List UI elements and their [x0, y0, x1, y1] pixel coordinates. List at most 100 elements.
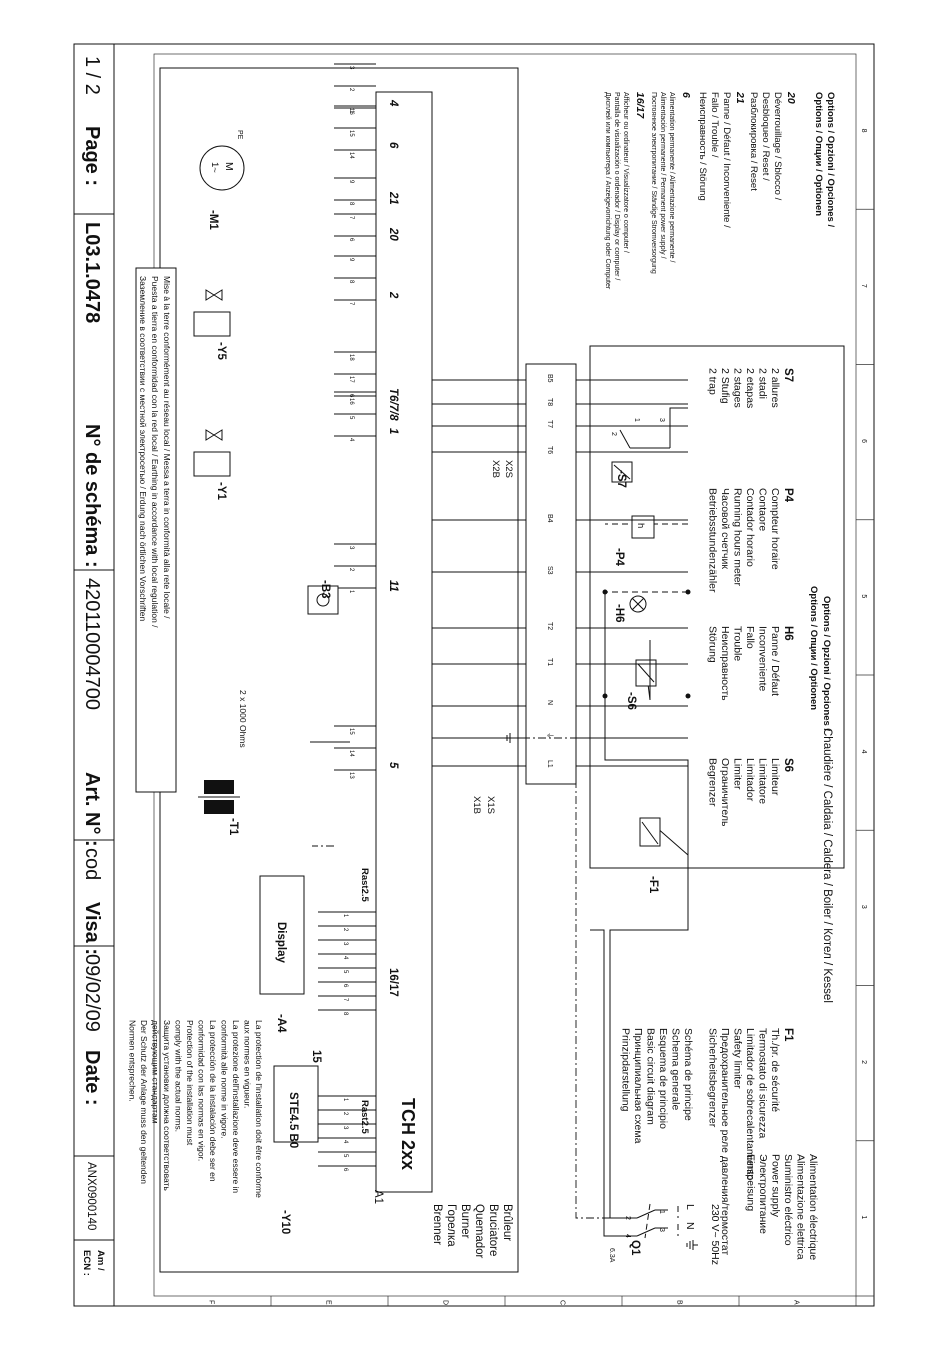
ste-label: STE4.5 B0 — [287, 1092, 299, 1148]
motor-m: M — [223, 162, 235, 171]
page-label: Page : — [81, 126, 103, 186]
terminal-label: T7 — [546, 420, 553, 428]
date-value: 09/02/09 — [81, 954, 103, 1032]
connector-pin-label: 18 — [348, 354, 354, 361]
connector-group-label: T6/7/8 — [387, 388, 399, 421]
s6-code: S6 — [782, 758, 794, 772]
schemalines-line: Basic circuit diagram — [645, 1028, 657, 1125]
visa-label: Visa : — [81, 902, 103, 955]
supply-n: N — [684, 1222, 696, 1230]
connector-pin-label: 3 — [342, 942, 348, 946]
o21lines-line: Fallo / Trouble / — [709, 92, 720, 158]
p4lines-line: Running hours meter — [732, 488, 744, 587]
connector-pin-label: 2 — [348, 568, 354, 572]
h6lines-line: Trouble — [732, 626, 744, 661]
s7lines-line: 2 etapas — [744, 368, 756, 408]
terminal-label: L1 — [546, 760, 553, 768]
burnerlines-line: Brûleur — [501, 1204, 513, 1241]
terminal-label: B4 — [546, 514, 553, 523]
s7-code: S7 — [782, 368, 794, 382]
f1-label: -F1 — [647, 876, 659, 894]
s6lines-line: Begrenzer — [707, 758, 719, 807]
s6lines-line: Limitatore — [757, 758, 769, 804]
installnote-line: conformidad con las normas en vigor. — [197, 1020, 207, 1161]
opt20-description: Déverrouillage / Sblocco /Desbloqueo / R… — [748, 92, 783, 201]
f1lines-line: Termostato di sicurezza — [757, 1028, 769, 1138]
terminal-label: T6 — [546, 446, 553, 454]
s7-pin-2: 2 — [610, 432, 617, 436]
opt6-description: Alimentation permanente / Alimentazione … — [650, 92, 675, 274]
connector-pin-label: 5 — [348, 416, 354, 420]
schemalines-line: Prinzipdarstellung — [620, 1028, 632, 1112]
q1-breaker-icon — [624, 1203, 679, 1239]
ecn-value: ANX0900140 — [85, 1162, 97, 1230]
options-title-1: Options / Opzioni / Opciones / — [821, 596, 832, 731]
connector-group-label: 20 — [387, 227, 399, 241]
connector-group-label: 1 — [387, 428, 399, 434]
ecn-label: ECN : — [81, 1250, 92, 1276]
burner-label: BrûleurBruciatoreQuemadorBurnerГорелкаBr… — [431, 1204, 513, 1259]
grid-row-label: E — [325, 1300, 332, 1305]
s7lines-line: 2 stages — [732, 368, 744, 408]
q1-pin-4: 4 — [624, 1234, 631, 1238]
s7-pin-3: 3 — [658, 418, 665, 422]
burnerlines-line: Bruciatore — [487, 1204, 499, 1256]
date-label: Date : — [81, 1050, 103, 1106]
supplylines-line: Einspeisung — [745, 1154, 757, 1211]
s6lines-line: Limiteur — [769, 758, 781, 796]
p4lines-line: Contador horario — [744, 488, 756, 567]
o20lines-line: Déverrouillage / Sblocco / — [772, 92, 783, 201]
s6-limiter-icon — [635, 659, 657, 701]
gndnote-line: Puesta a tierra en conformidad con la re… — [150, 276, 160, 628]
o6lines-line: Alimentation permanente / Alimentazione … — [668, 92, 675, 262]
schemalines-line: Schéma de principe — [682, 1028, 694, 1121]
s6-description: LimiteurLimitatoreLimitadorLimiterОграни… — [707, 758, 782, 827]
s6-wire — [604, 592, 650, 761]
connector-pin-label: 2 — [342, 1112, 348, 1116]
connector-pin-label: 2 — [342, 928, 348, 932]
schema-value: L03.1.0478 — [81, 222, 103, 323]
h6-description: Panne / DéfautInconvenienteFalloTroubleН… — [707, 626, 782, 701]
connector-pin-label: 15 — [348, 728, 354, 735]
o20lines-line: Desbloqueo / Reset / — [760, 92, 771, 181]
gndnote-line: Mise à la terre conformément au réseau l… — [162, 276, 172, 619]
boiler-title: Chaudière / Caldaia / Caldera / Boiler /… — [821, 728, 833, 1003]
connector-pin-label: 3 — [342, 1126, 348, 1130]
rast-label-1: Rast2.5 — [359, 1100, 370, 1135]
a4-label: -A4 — [275, 1014, 287, 1033]
junction-3 — [602, 693, 608, 699]
grid-col-label: 1 — [860, 1215, 867, 1219]
burnerlines-line: Brenner — [431, 1204, 443, 1245]
schemalines-line: Принципиальная схема — [632, 1028, 644, 1144]
grid-row-label: C — [559, 1300, 566, 1305]
opt1617-description: Afficheur ou ordinateur / Visualizzatore… — [604, 92, 629, 290]
junction-1 — [685, 693, 691, 699]
connector-pin-label: 8 — [342, 1012, 348, 1016]
schemalines-line: Schema generale — [670, 1028, 682, 1110]
junction-4 — [602, 589, 608, 595]
right-options-title-1: Options / Opzioni / Opciones / — [825, 92, 836, 227]
grid-row-label: A — [793, 1300, 800, 1305]
connector-pin-label: 6 — [342, 1168, 348, 1172]
installnote-line: Normen entsprechen. — [128, 1020, 138, 1102]
connector-pin-label: 4 — [348, 438, 354, 442]
connector-pin-label: 1 — [342, 1098, 348, 1102]
connector-pin-label: 9 — [348, 180, 354, 184]
connector-pin-label: 2 — [348, 88, 354, 92]
h6-code: H6 — [782, 626, 794, 641]
connector-pin-label: 8 — [348, 202, 354, 206]
connector-pin-label: 4 — [342, 1140, 348, 1144]
connector-pin-label: 7 — [348, 216, 354, 220]
h6lines-line: Fallo — [744, 626, 756, 649]
burnerlines-line: Burner — [459, 1204, 471, 1239]
display-label: Display — [275, 922, 287, 964]
terminal-label: B5 — [546, 374, 553, 383]
terminal-strip-x1-x2 — [525, 363, 577, 785]
p4lines-line: Часовой счетчик — [719, 488, 731, 569]
f1-wire — [640, 759, 689, 931]
terminal-label: ⏚ — [546, 732, 554, 739]
